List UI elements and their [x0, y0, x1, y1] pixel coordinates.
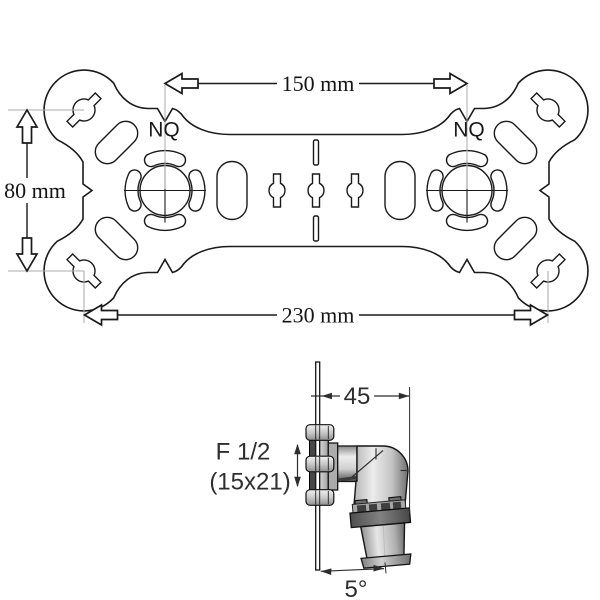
- arrow-up-icon: [16, 109, 38, 144]
- tailpipe-rim: [360, 553, 412, 569]
- socket-cylinder: [337, 445, 358, 483]
- slot-bottom-right: [493, 216, 538, 261]
- elbow-body: [338, 445, 409, 506]
- dim-outer-width-label: 230 mm: [282, 303, 355, 328]
- marking-nq-right: NQ: [453, 119, 485, 142]
- elbow-outline: [353, 445, 409, 506]
- diagonal-slots: [94, 120, 538, 261]
- bolt: [305, 489, 335, 506]
- slot-top-left: [94, 120, 139, 165]
- arrow-right-icon: [433, 72, 468, 95]
- angle-tick: [384, 562, 387, 574]
- dim-height-label: 80 mm: [4, 178, 66, 203]
- dimension-150: 150 mm: [164, 71, 468, 96]
- tailpipe-seam: [382, 525, 386, 557]
- dim-angle-label: 5°: [345, 576, 368, 600]
- thread-size-label: (15x21): [209, 469, 290, 496]
- marking-nq-left: NQ: [148, 119, 180, 142]
- arrow-left-icon: [164, 72, 199, 95]
- socket-joint-shadow: [338, 476, 357, 482]
- side-view-elbow-fitting: 45 F 1/2 (15x21) 5°: [209, 361, 412, 600]
- oblong-slot-left: [216, 160, 248, 221]
- thread-label: F 1/2: [216, 439, 271, 466]
- dimension-230: 230 mm: [83, 303, 549, 328]
- lower-assembly: [349, 496, 412, 569]
- dimension-80: 80 mm: [4, 109, 66, 272]
- arrow-up-icon: [294, 443, 301, 455]
- dim-inner-width-label: 150 mm: [282, 71, 355, 96]
- mounting-bolts: [305, 424, 335, 506]
- arrow-right-icon: [398, 392, 410, 400]
- thin-slot-bottom: [312, 215, 320, 242]
- arrow-down-icon: [294, 476, 301, 488]
- oblong-slot-right: [384, 160, 416, 221]
- vertical-slots: [216, 139, 416, 242]
- dimension-thread: F 1/2 (15x21): [209, 439, 301, 496]
- dimension-angle: 5°: [320, 562, 387, 600]
- dim-depth-label: 45: [344, 383, 371, 410]
- front-view-mounting-plate: 150 mm 80 mm 230 mm NQ NQ: [4, 69, 589, 328]
- arrow-down-icon: [16, 237, 38, 272]
- arrow-left-icon: [320, 568, 332, 575]
- slot-bottom-left: [94, 216, 139, 261]
- bolt: [305, 424, 335, 441]
- bolt: [305, 455, 335, 473]
- thin-slot-top: [312, 139, 320, 166]
- extension-lines: [8, 85, 549, 323]
- elbow-miter-seam: [351, 450, 384, 478]
- arrow-left-icon: [321, 392, 332, 400]
- dimension-45: 45: [311, 383, 411, 513]
- union-nut: [349, 496, 412, 529]
- slot-top-right: [493, 120, 538, 165]
